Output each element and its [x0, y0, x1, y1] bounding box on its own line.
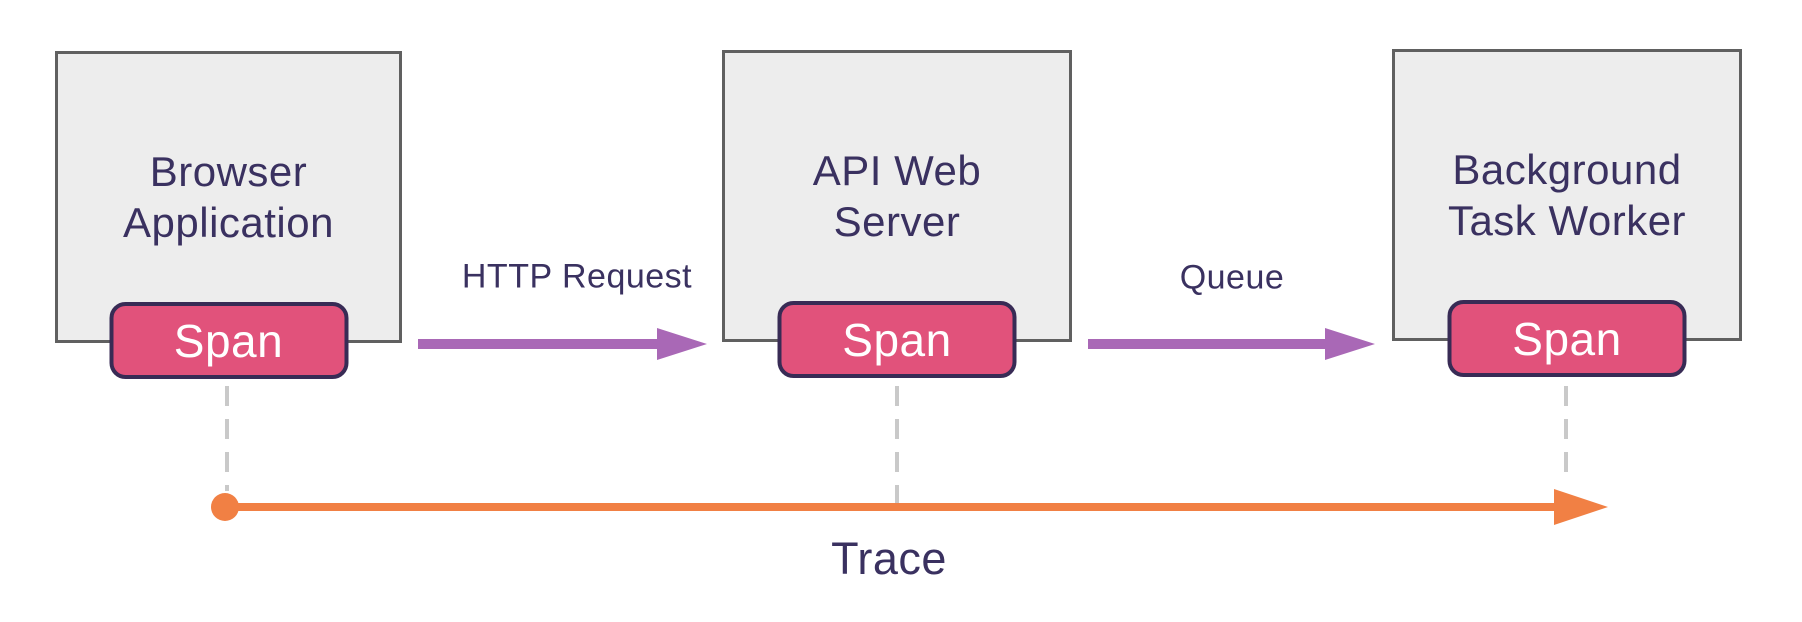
node-browser-application: Browser Application Span [55, 51, 402, 379]
trace-start-dot-icon [211, 493, 239, 521]
node-api-web-server: API Web Server Span [722, 50, 1072, 378]
span-badge: Span [109, 302, 348, 379]
node-label: Background Task Worker [1447, 145, 1687, 244]
span-badge: Span [1447, 300, 1687, 377]
queue-arrowhead-icon [1325, 328, 1375, 360]
span-badge: Span [777, 301, 1017, 378]
trace-label: Trace [831, 533, 947, 584]
edge-label-queue: Queue [1179, 258, 1285, 297]
trace-arrowhead-icon [1554, 489, 1608, 525]
node-background-task-worker: Background Task Worker Span [1392, 49, 1742, 377]
edge-label-http-request: HTTP Request [461, 257, 693, 296]
http-request-arrowhead-icon [657, 328, 707, 360]
node-label: API Web Server [812, 146, 982, 245]
node-label: Browser Application [123, 147, 334, 246]
